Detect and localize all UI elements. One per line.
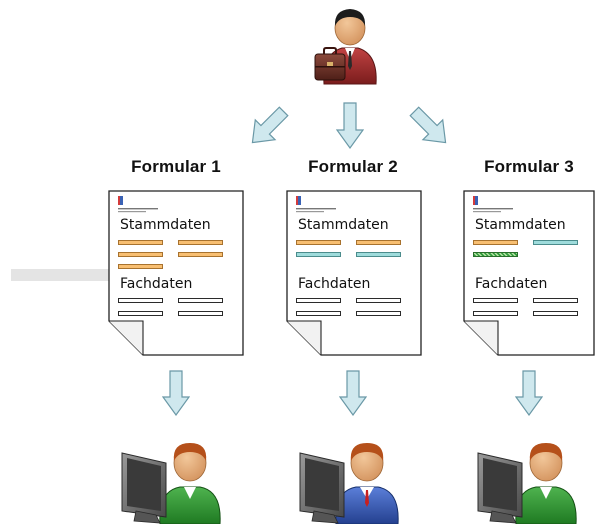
form-2-field	[356, 240, 401, 245]
form-2-field	[296, 252, 341, 257]
form-3-field	[473, 298, 518, 303]
arrow-down-1	[162, 370, 190, 416]
form-1-field	[118, 311, 163, 316]
form-1-document: Stammdaten Fachdaten	[108, 190, 244, 356]
form-2-field	[356, 311, 401, 316]
document-page-icon	[463, 190, 595, 356]
form-1-title: Formular 1	[131, 157, 221, 176]
form-2-field	[296, 240, 341, 245]
businessman-with-briefcase-icon	[314, 9, 377, 85]
form-2-document: Stammdaten Fachdaten	[286, 190, 422, 356]
document-page-icon	[286, 190, 422, 356]
gray-band	[11, 269, 109, 281]
document-page-icon	[108, 190, 244, 356]
form-2-fachdaten-label: Fachdaten	[298, 276, 371, 292]
form-1-stammdaten-label: Stammdaten	[120, 217, 211, 233]
arrow-down-2	[339, 370, 367, 416]
form-2-field	[356, 298, 401, 303]
form-1-field	[178, 311, 223, 316]
form-1-field	[118, 298, 163, 303]
arrow-to-form-1	[251, 106, 289, 144]
form-3-document: Stammdaten Fachdaten	[463, 190, 595, 356]
form-1-field	[178, 298, 223, 303]
form-3-field	[473, 252, 518, 257]
form-3-field	[473, 240, 518, 245]
form-3-field	[473, 311, 518, 316]
form-3-title: Formular 3	[484, 157, 574, 176]
user-at-computer-icon	[299, 443, 399, 524]
form-1-field	[118, 264, 163, 269]
form-1-field	[118, 252, 163, 257]
arrow-to-form-2	[336, 102, 364, 150]
form-1-fachdaten-label: Fachdaten	[120, 276, 193, 292]
form-1-field	[178, 240, 223, 245]
arrow-to-form-3	[409, 106, 447, 144]
form-1-field	[118, 240, 163, 245]
form-2-stammdaten-label: Stammdaten	[298, 217, 389, 233]
form-3-stammdaten-label: Stammdaten	[475, 217, 566, 233]
form-2-field	[296, 298, 341, 303]
form-3-field	[533, 311, 578, 316]
form-2-field	[296, 311, 341, 316]
form-1-field	[178, 252, 223, 257]
form-3-field	[533, 240, 578, 245]
user-at-computer-icon	[477, 443, 577, 524]
user-at-computer-icon	[121, 443, 221, 524]
arrow-down-3	[515, 370, 543, 416]
form-2-title: Formular 2	[308, 157, 398, 176]
form-2-field	[356, 252, 401, 257]
form-3-fachdaten-label: Fachdaten	[475, 276, 548, 292]
form-3-field	[533, 298, 578, 303]
